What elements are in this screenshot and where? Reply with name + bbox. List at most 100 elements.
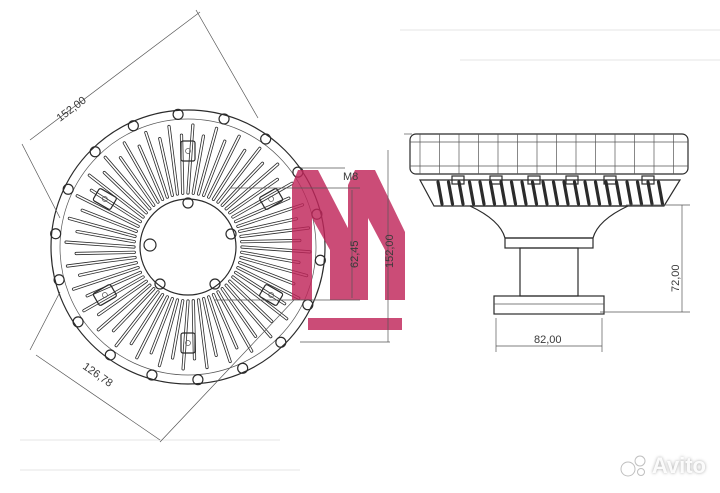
- fin-highlight: [68, 217, 136, 238]
- side-fin: [656, 180, 665, 206]
- fin-highlight: [88, 174, 144, 218]
- rim-boss: [62, 183, 74, 195]
- side-fin: [520, 180, 528, 206]
- fin-highlight: [83, 276, 144, 312]
- mount-tab-hole: [102, 292, 108, 298]
- side-fin: [604, 180, 612, 206]
- bolt-hole-right: [225, 228, 237, 240]
- side-fin: [478, 180, 486, 206]
- fin-highlight: [238, 218, 298, 233]
- side-fin: [625, 180, 633, 206]
- mount-tab: [92, 188, 117, 210]
- fin-highlight: [171, 299, 184, 359]
- cooling-fins: [64, 123, 312, 371]
- side-fin: [509, 180, 518, 206]
- side-fin: [646, 180, 654, 206]
- side-lug: [565, 175, 579, 185]
- fin-highlight: [237, 266, 300, 299]
- fin-highlight: [232, 276, 288, 320]
- side-fin: [572, 180, 581, 206]
- fin-highlight: [212, 293, 238, 349]
- fin-highlight: [136, 296, 169, 359]
- side-lug: [603, 175, 617, 185]
- fin-highlight: [76, 195, 139, 228]
- fin-highlight: [112, 287, 155, 332]
- fin-highlight: [202, 140, 226, 197]
- fin-highlight: [182, 300, 189, 370]
- fin-highlight: [97, 280, 148, 316]
- rim-boss: [127, 120, 139, 132]
- front-view: [50, 108, 326, 386]
- fin-highlight: [159, 137, 174, 197]
- fin-highlight: [240, 239, 301, 243]
- rim-boss: [146, 369, 158, 381]
- rim-boss: [72, 316, 84, 328]
- fin-highlight: [192, 135, 205, 195]
- fin-highlight: [78, 261, 138, 276]
- side-fin: [457, 180, 465, 206]
- mount-tab: [259, 188, 284, 210]
- fin-highlight: [225, 163, 279, 210]
- dim-bolt-circle: 62,45: [349, 240, 361, 268]
- fin-highlight: [158, 299, 179, 367]
- fin-highlight: [115, 291, 159, 347]
- side-neck: [469, 205, 629, 239]
- rim-boss: [314, 254, 326, 266]
- fin-highlight: [90, 189, 142, 223]
- side-lug: [641, 175, 655, 185]
- side-view: [409, 133, 689, 315]
- side-flange-top: [409, 133, 689, 175]
- dim-thread: M8: [343, 171, 358, 183]
- fin-highlight: [240, 251, 300, 264]
- fin-highlight: [228, 280, 273, 323]
- mount-tab-hole: [268, 292, 274, 298]
- side-fin: [562, 180, 570, 206]
- avito-dots-icon: [620, 455, 646, 477]
- rim-boss: [260, 133, 272, 145]
- rim-boss: [302, 299, 314, 311]
- side-fin: [593, 180, 602, 206]
- side-lug: [489, 175, 503, 185]
- rim-bosses: [50, 108, 326, 386]
- fin-highlight: [232, 182, 293, 218]
- mount-tab-hole: [102, 196, 108, 202]
- fin-highlight: [119, 156, 155, 207]
- side-lug: [451, 175, 465, 185]
- mount-tab: [92, 284, 117, 306]
- fin-highlight: [207, 296, 231, 363]
- front-dimensions: [21, 9, 390, 443]
- dim-top-diameter: 152,00: [55, 95, 89, 125]
- rim-boss: [275, 336, 287, 348]
- fin-highlight: [76, 230, 136, 243]
- bolt-hole-top: [182, 197, 194, 209]
- fin-highlight: [212, 149, 246, 201]
- fin-highlight: [217, 147, 261, 203]
- mount-tab-hole: [185, 340, 191, 346]
- bolt-hole-bottom-left: [154, 278, 166, 290]
- rim-boss: [172, 108, 184, 120]
- hub-collar: [504, 237, 594, 249]
- bolt-hole-bottom-right: [209, 278, 221, 290]
- fin-highlight: [123, 142, 159, 203]
- fin-highlight: [145, 131, 169, 198]
- hub-shaft: [519, 247, 579, 297]
- fin-highlight: [104, 156, 151, 210]
- side-fin: [583, 180, 591, 206]
- side-fin: [499, 180, 507, 206]
- hub-flange: [493, 295, 605, 315]
- fin-highlight: [75, 251, 136, 255]
- side-fin: [488, 180, 497, 206]
- side-fin-band: [418, 179, 682, 207]
- fin-highlight: [97, 284, 151, 331]
- watermark-text: Avito: [651, 453, 706, 478]
- side-fin: [467, 180, 476, 206]
- background-artifacts: [20, 29, 720, 471]
- fin-highlight: [81, 209, 138, 233]
- fin-highlight: [168, 125, 179, 195]
- fin-highlight: [237, 204, 304, 228]
- fin-highlight: [197, 299, 208, 369]
- rim-boss: [237, 362, 249, 374]
- outer-rim-inner: [59, 118, 317, 376]
- side-ribs: [419, 134, 674, 174]
